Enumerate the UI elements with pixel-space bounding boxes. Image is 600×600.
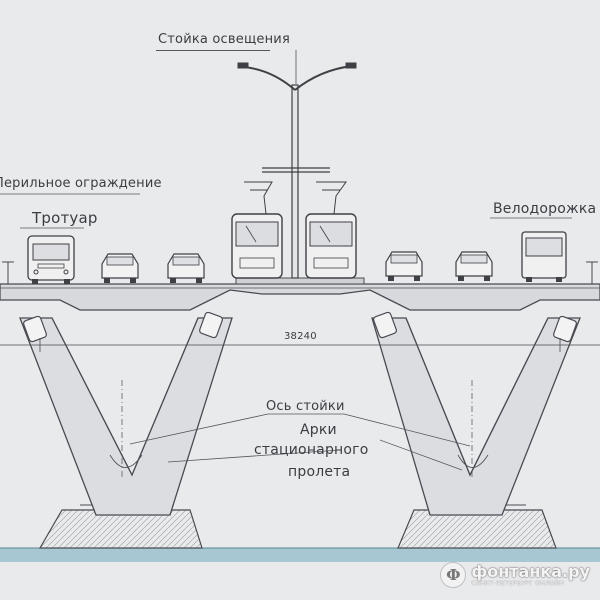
water-level: [0, 548, 600, 562]
arch-label-line2: стационарного: [254, 442, 369, 458]
pillar-axis-label: Ось стойки: [266, 399, 345, 414]
railing-label: Перильное ограждение: [0, 176, 162, 191]
sidewalk-label: Тротуар: [32, 209, 98, 227]
tram-right: [305, 181, 357, 279]
arch-label-line3: пролета: [288, 464, 351, 480]
bus-left: [27, 235, 75, 284]
tram-left: [231, 181, 283, 279]
fontanka-watermark: Ф фонтанка.ру САНКТ-ПЕТЕРБУРГ ОНЛАЙН: [440, 562, 590, 588]
bike-lane-label: Велодорожка: [493, 201, 597, 217]
car-left-2: [167, 253, 205, 283]
lighting-pole-label: Стойка освещения: [158, 32, 290, 47]
lighting-pole-underline: [156, 50, 270, 51]
car-left-1: [101, 253, 139, 283]
railing: [2, 261, 598, 284]
car-right-2: [455, 251, 493, 281]
span-dimension-line: [0, 338, 600, 352]
callout-lines: [0, 50, 572, 471]
span-width-label: 38240: [284, 331, 317, 342]
bus-right: [521, 231, 567, 282]
watermark-brand: фонтанка.ру: [471, 561, 590, 581]
watermark-tagline: САНКТ-ПЕТЕРБУРГ ОНЛАЙН: [471, 579, 565, 587]
v-pier-right: [371, 311, 581, 516]
arch-label-line1: Арки: [300, 422, 337, 438]
car-right-1: [385, 251, 423, 281]
v-pier-left: [19, 311, 233, 516]
bridge-deck: [0, 277, 600, 311]
fontanka-logo-icon: Ф: [440, 562, 467, 588]
lighting-pole: [237, 62, 357, 279]
